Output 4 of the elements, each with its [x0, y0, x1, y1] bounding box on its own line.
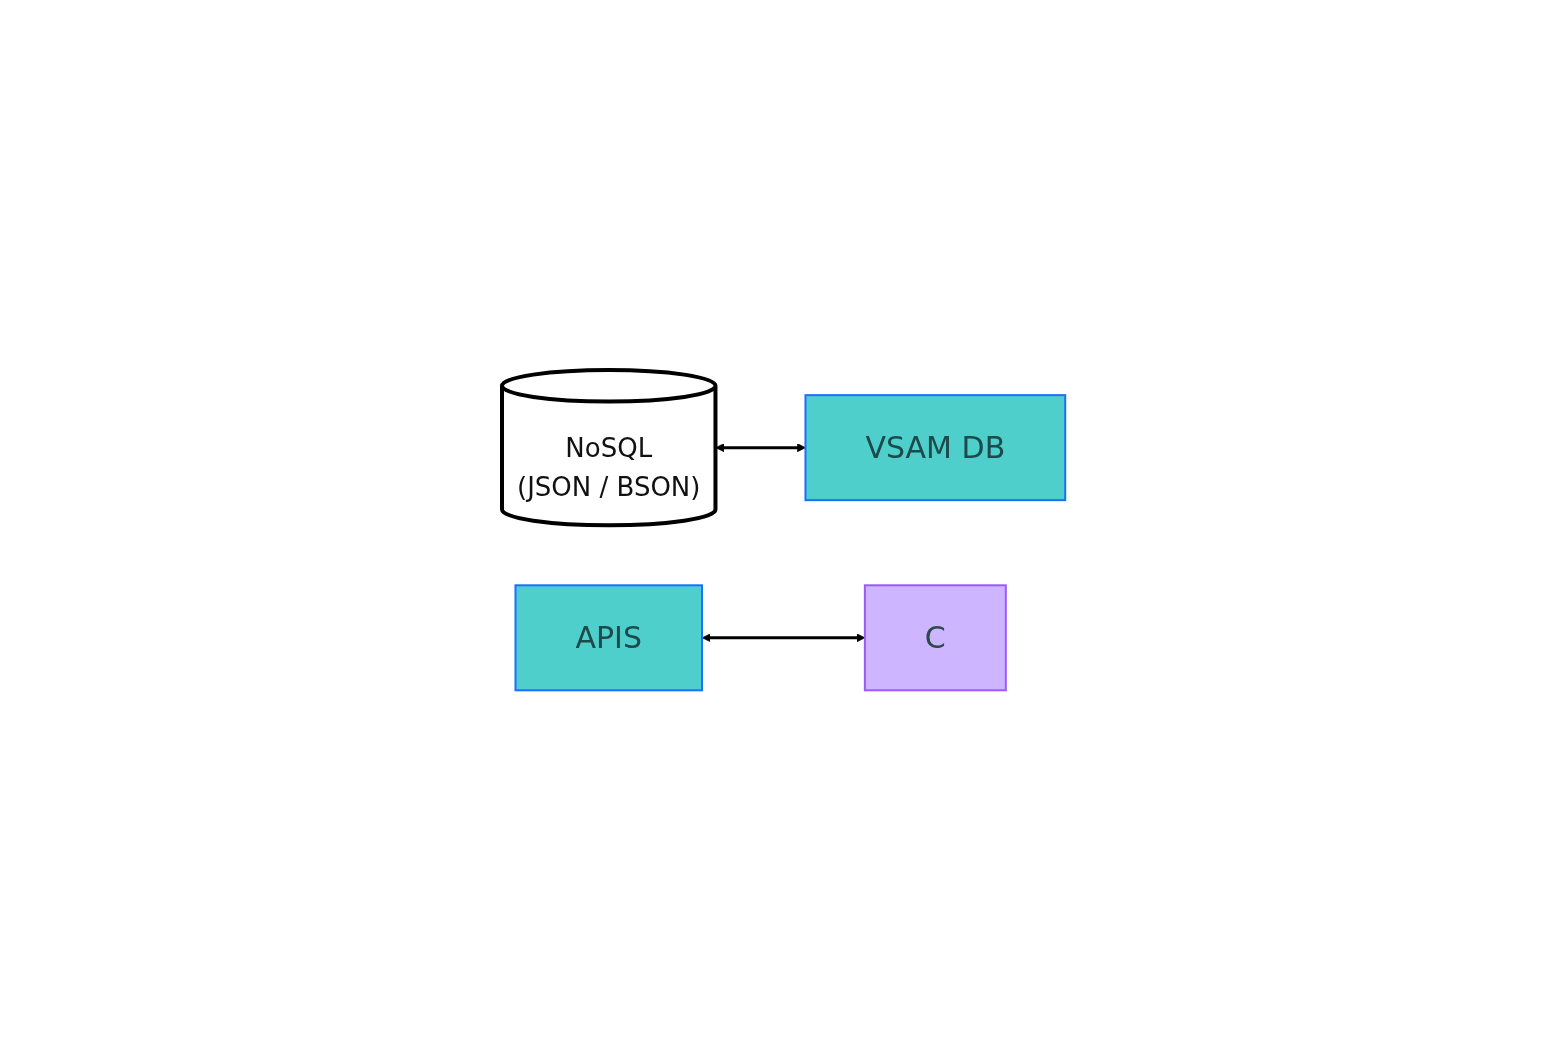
node-box: C	[863, 584, 1007, 692]
node-box: VSAM DB	[804, 394, 1067, 501]
node-box: APIS	[514, 584, 703, 692]
arrow	[715, 443, 806, 452]
